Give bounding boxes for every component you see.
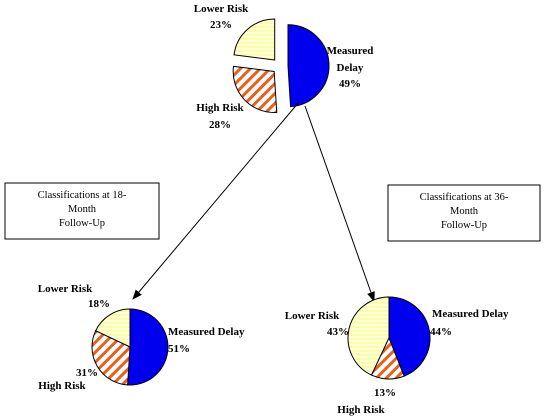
pie-18-month-slice-high-risk xyxy=(91,330,131,386)
pie-36-month: Lower Risk 43% Measured Delay 44% 13% Hi… xyxy=(285,296,509,416)
pie-baseline-value-high-risk: 28% xyxy=(209,119,231,131)
pie-36-month-label-lower-risk: Lower Risk xyxy=(285,310,340,322)
pie-18-month-slice-measured-delay xyxy=(127,308,169,386)
pie-baseline-slice-measured-delay xyxy=(287,24,330,108)
pie-18-month: Lower Risk 18% Measured Delay 51% 31% Hi… xyxy=(38,283,245,392)
arrow-to-36-month xyxy=(304,105,375,302)
arrow-to-18-month xyxy=(132,101,300,300)
pie-baseline-slice-high-risk xyxy=(232,65,278,113)
pie-baseline: Lower Risk 23% Measured Delay 49% High R… xyxy=(194,3,374,131)
box-36-month-line2: Month xyxy=(450,206,479,217)
pie-baseline-slice-lower-risk xyxy=(233,18,276,61)
pie-36-month-value-measured-delay: 44% xyxy=(430,326,452,338)
box-18-month-line2: Month xyxy=(68,204,97,215)
pie-baseline-value-lower-risk: 23% xyxy=(210,19,232,31)
pie-36-month-slice-high-risk xyxy=(370,336,405,380)
pie-36-month-label-measured-delay: Measured Delay xyxy=(432,308,509,320)
pie-18-month-value-high-risk: 31% xyxy=(76,367,98,379)
pie-baseline-label-high-risk: High Risk xyxy=(196,102,244,114)
box-36-month-frame xyxy=(387,184,541,242)
pie-baseline-label-measured-delay-line2: Delay xyxy=(337,62,364,74)
box-36-month-line1: Classifications at 36- xyxy=(420,192,509,203)
pie-18-month-label-high-risk: High Risk xyxy=(38,380,86,392)
pie-baseline-label-lower-risk: Lower Risk xyxy=(194,3,249,15)
box-18-month-line1: Classifications at 18- xyxy=(38,190,127,201)
pie-36-month-slice-lower-risk xyxy=(347,296,390,376)
pie-18-month-slice-lower-risk xyxy=(94,308,131,348)
pie-18-month-label-lower-risk: Lower Risk xyxy=(38,283,93,295)
box-36-month-line3: Follow-Up xyxy=(441,220,487,231)
pie-36-month-label-high-risk: High Risk xyxy=(337,404,385,416)
box-18-month-frame xyxy=(4,182,160,240)
box-18-month-line3: Follow-Up xyxy=(59,218,105,229)
box-36-month: Classifications at 36- Month Follow-Up xyxy=(387,184,541,242)
pie-baseline-label-measured-delay-line1: Measured xyxy=(327,45,374,57)
pie-36-month-value-lower-risk: 43% xyxy=(327,326,349,338)
pie-18-month-value-lower-risk: 18% xyxy=(88,298,110,310)
pie-baseline-value-measured-delay: 49% xyxy=(339,78,361,90)
pie-18-month-label-measured-delay: Measured Delay xyxy=(168,326,245,338)
pie-18-month-value-measured-delay: 51% xyxy=(168,343,190,355)
pie-36-month-slice-measured-delay xyxy=(388,296,431,377)
pie-36-month-value-high-risk: 13% xyxy=(374,387,396,399)
box-18-month: Classifications at 18- Month Follow-Up xyxy=(4,182,160,240)
